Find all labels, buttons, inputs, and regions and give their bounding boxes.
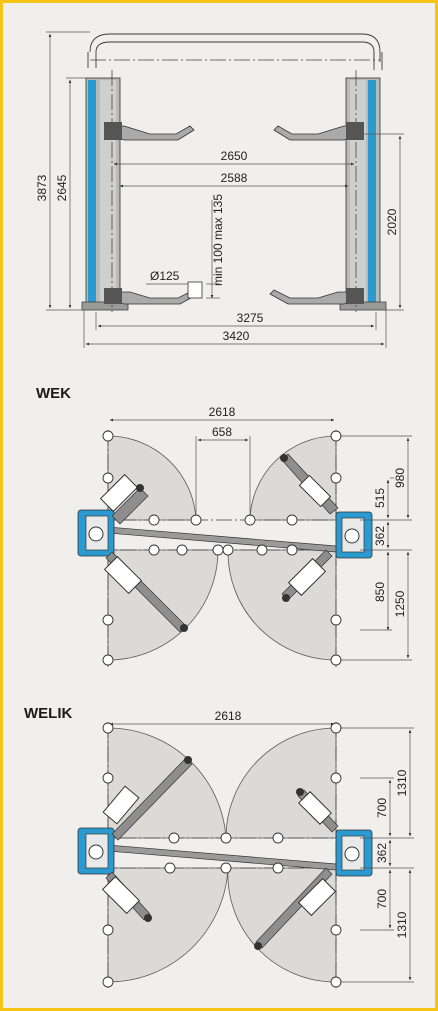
welik-heading: WELIK <box>24 705 72 722</box>
welik-dim-1310-top: 1310 <box>395 769 409 796</box>
wek-right-column <box>335 511 373 559</box>
welik-dim-362: 362 <box>375 843 389 863</box>
wek-pad-markers <box>102 430 342 666</box>
welik-left-column <box>77 827 115 875</box>
wek-dim-850: 850 <box>373 582 387 602</box>
wek-dim-2618: 2618 <box>209 405 236 419</box>
welik-plan-view: WELIK <box>24 705 414 988</box>
dim-2645: 2645 <box>55 174 69 201</box>
wek-dim-515: 515 <box>373 488 387 508</box>
welik-arms <box>101 756 339 950</box>
left-column <box>81 70 129 312</box>
wek-heading: WEK <box>36 385 71 402</box>
dim-3873: 3873 <box>35 174 49 201</box>
wek-dim-1250: 1250 <box>393 590 407 617</box>
overhead-beam <box>87 33 383 70</box>
lower-arms <box>104 288 364 305</box>
welik-dim-1310-bottom: 1310 <box>395 911 409 938</box>
welik-dim-2618: 2618 <box>215 709 242 723</box>
wek-dim-980: 980 <box>393 468 407 488</box>
dim-2650: 2650 <box>221 149 248 163</box>
right-column <box>339 70 387 312</box>
welik-dim-700-bottom: 700 <box>375 889 389 909</box>
welik-right-column <box>335 829 373 877</box>
pad-detail <box>146 200 220 299</box>
dim-pad-diameter: Ø125 <box>150 269 180 283</box>
welik-dim-700-top: 700 <box>375 798 389 818</box>
wek-dim-362: 362 <box>373 526 387 546</box>
right-dimensions <box>364 133 404 311</box>
dim-min-max: min 100 max 135 <box>211 194 225 286</box>
wek-left-column <box>77 509 115 557</box>
dim-3275: 3275 <box>237 311 264 325</box>
welik-pad-markers <box>102 722 342 988</box>
dim-3420: 3420 <box>223 329 250 343</box>
wek-arms <box>99 453 339 633</box>
wek-dim-658: 658 <box>212 425 232 439</box>
left-dimensions <box>46 31 90 311</box>
front-view: 3873 2645 2650 2588 2020 min 100 max 135… <box>35 31 404 348</box>
width-dimensions <box>83 162 387 348</box>
upper-arms <box>104 122 364 141</box>
wek-plan-view: WEK <box>36 385 412 668</box>
dim-2020: 2020 <box>385 208 399 235</box>
dim-2588: 2588 <box>221 171 248 185</box>
